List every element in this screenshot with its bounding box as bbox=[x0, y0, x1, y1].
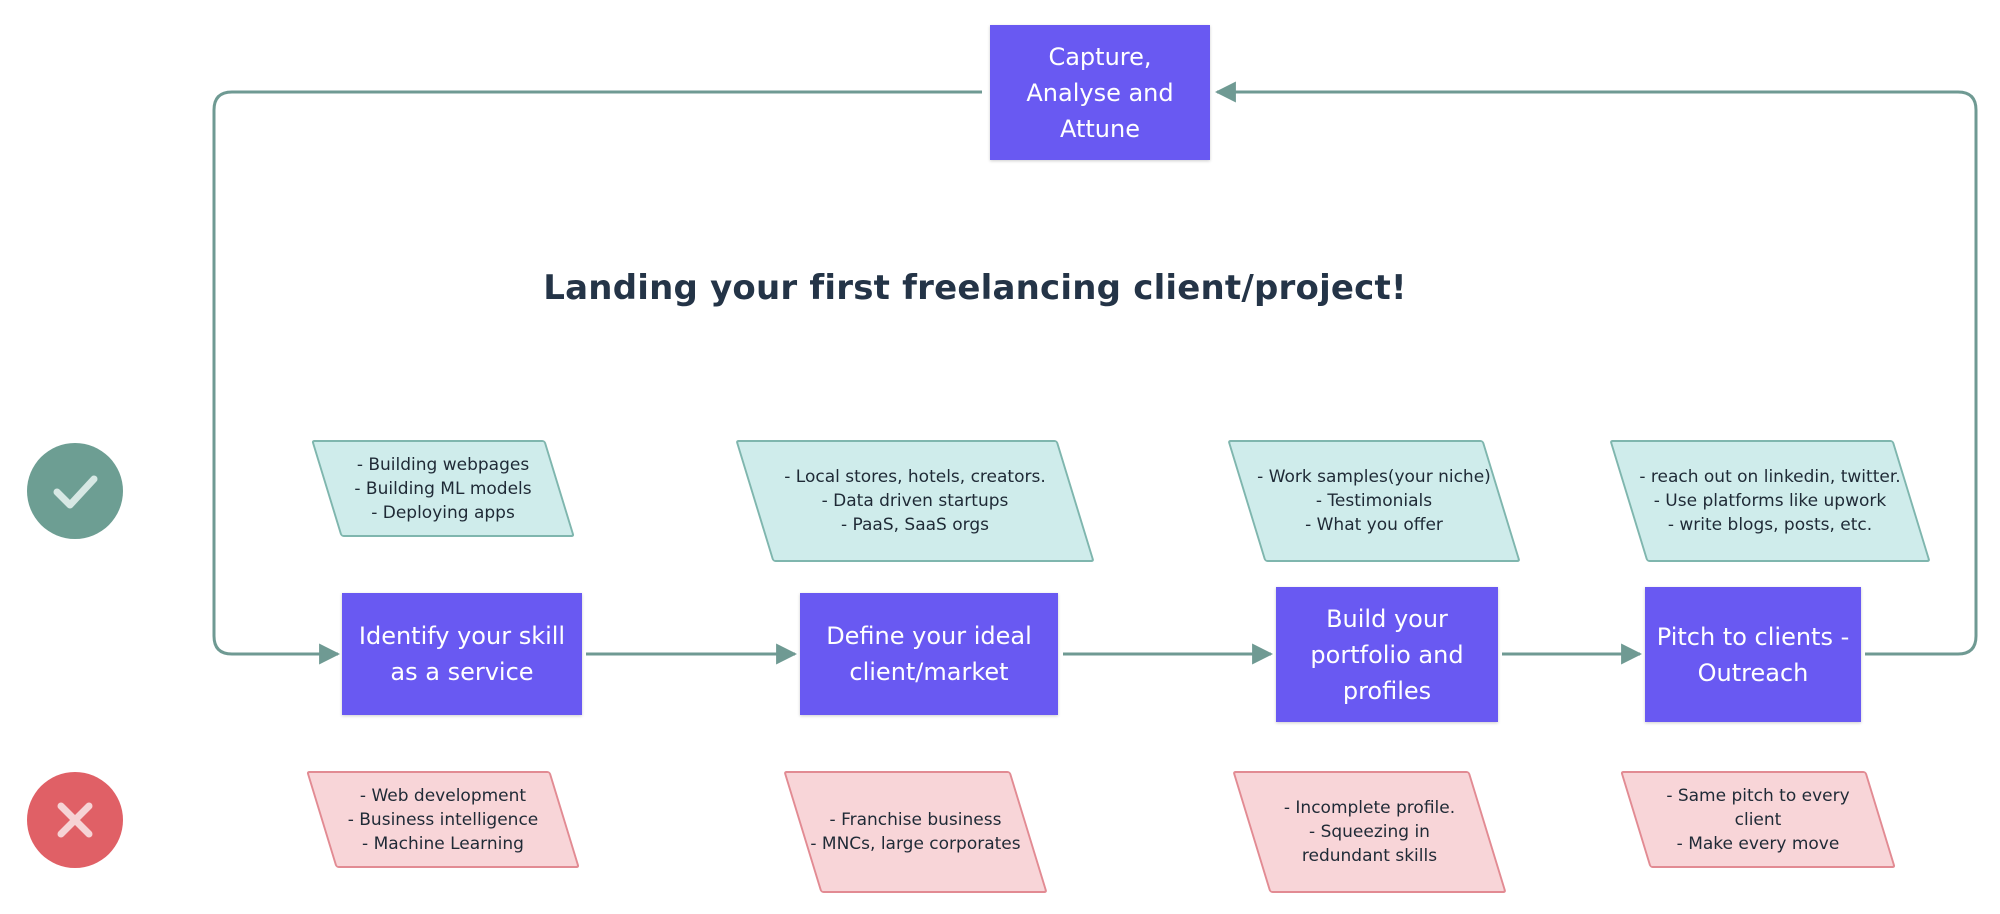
feedback-loop-right-connector bbox=[1214, 81, 1978, 656]
do-text-line: - reach out on linkedin, twitter. bbox=[1639, 467, 1901, 487]
pitch-to-clients-step: Pitch to clients - Outreach bbox=[1645, 587, 1861, 722]
dont-text-line: - Business intelligence bbox=[347, 809, 539, 830]
dont-text-line: - Web development bbox=[359, 785, 527, 806]
do-text-line: - Use platforms like upwork bbox=[1653, 491, 1887, 511]
do-text-line: - Data driven startups bbox=[821, 491, 1009, 511]
portfolio-dont-examples: - Incomplete profile. - Squeezing in red… bbox=[1251, 771, 1488, 893]
do-text-line: - Deploying apps bbox=[371, 502, 515, 523]
do-text-line: - Building ML models bbox=[354, 478, 532, 499]
do-text-line: - PaaS, SaaS orgs bbox=[840, 515, 989, 535]
client-do-examples: - Local stores, hotels, creators. - Data… bbox=[754, 440, 1076, 562]
identify-skill-step: Identify your skill as a service bbox=[342, 593, 582, 715]
do-text-line: - Local stores, hotels, creators. bbox=[784, 467, 1046, 487]
skill-dont-examples: - Web development - Business intelligenc… bbox=[321, 771, 565, 868]
dont-text-line: - Squeezing in bbox=[1309, 822, 1430, 842]
do-text-line: - Building webpages bbox=[356, 454, 530, 475]
client-dont-examples: - Franchise business - MNCs, large corpo… bbox=[802, 771, 1029, 893]
cross-icon bbox=[27, 772, 123, 868]
do-text-line: - What you offer bbox=[1305, 515, 1443, 535]
portfolio-do-examples: - Work samples(your niche) - Testimonial… bbox=[1246, 440, 1502, 562]
dont-text-line: - Make every move bbox=[1676, 833, 1840, 854]
dont-text-line: - MNCs, large corporates bbox=[810, 834, 1021, 854]
build-portfolio-step: Build your portfolio and profiles bbox=[1276, 587, 1498, 722]
diagram-title: Landing your first freelancing client/pr… bbox=[543, 268, 1407, 308]
do-text-line: - write blogs, posts, etc. bbox=[1667, 515, 1873, 535]
dont-text-line: redundant skills bbox=[1301, 846, 1438, 866]
outreach-dont-examples: - Same pitch to every client - Make ever… bbox=[1635, 771, 1881, 868]
dont-text-line: - Franchise business bbox=[829, 810, 1002, 830]
dont-text-line: - Incomplete profile. bbox=[1283, 798, 1456, 818]
define-ideal-client-step: Define your ideal client/market bbox=[800, 593, 1058, 715]
do-text-line: - Testimonials bbox=[1315, 491, 1433, 511]
skill-do-examples: - Building webpages - Building ML models… bbox=[326, 440, 560, 537]
dont-text-line: - Machine Learning bbox=[362, 833, 524, 854]
do-text-line: - Work samples(your niche) bbox=[1257, 467, 1491, 487]
outreach-do-examples: - reach out on linkedin, twitter. - Use … bbox=[1628, 440, 1912, 562]
dont-text-line: - Same pitch to every bbox=[1666, 785, 1850, 806]
dont-text-line: client bbox=[1734, 809, 1782, 830]
check-icon bbox=[27, 443, 123, 539]
capture-analyse-attune-step: Capture, Analyse and Attune bbox=[990, 25, 1210, 160]
feedback-loop-left-connector bbox=[212, 90, 982, 665]
